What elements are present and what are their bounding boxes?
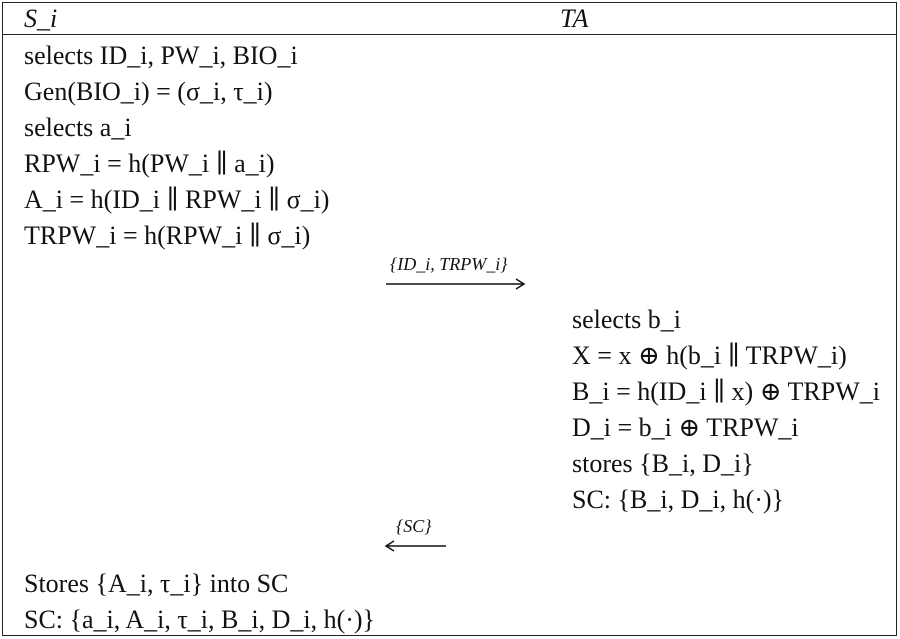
si-step: Gen(BIO_i) = (σ_i, τ_i) (24, 77, 273, 106)
ta-registration-steps: selects b_i X = x ⊕ h(b_i ∥ TRPW_i) B_i … (572, 302, 880, 518)
party-ta-heading: TA (560, 4, 589, 33)
message-to-si-label: {SC} (396, 516, 432, 536)
ta-step: SC: {B_i, D_i, h(·)} (572, 485, 785, 514)
si-step: RPW_i = h(PW_i ∥ a_i) (24, 149, 275, 178)
arrow-right-icon (386, 278, 526, 290)
si-step: A_i = h(ID_i ∥ RPW_i ∥ σ_i) (24, 185, 330, 214)
si-registration-steps: selects ID_i, PW_i, BIO_i Gen(BIO_i) = (… (24, 38, 329, 254)
si-step: selects a_i (24, 113, 132, 142)
ta-step: stores {B_i, D_i} (572, 449, 754, 478)
header-divider (2, 34, 897, 35)
party-si-heading: S_i (24, 4, 58, 33)
si-final-step: Stores {A_i, τ_i} into SC (24, 569, 289, 598)
ta-step: selects b_i (572, 305, 682, 334)
ta-step: X = x ⊕ h(b_i ∥ TRPW_i) (572, 341, 847, 370)
si-final-step: SC: {a_i, A_i, τ_i, B_i, D_i, h(·)} (24, 605, 376, 634)
si-step: selects ID_i, PW_i, BIO_i (24, 41, 298, 70)
ta-step: D_i = b_i ⊕ TRPW_i (572, 413, 799, 442)
si-final-steps: Stores {A_i, τ_i} into SC SC: {a_i, A_i,… (24, 566, 375, 638)
ta-step: B_i = h(ID_i ∥ x) ⊕ TRPW_i (572, 377, 880, 406)
si-step: TRPW_i = h(RPW_i ∥ σ_i) (24, 221, 311, 250)
arrow-left-icon (384, 540, 446, 552)
message-to-ta-label: {ID_i, TRPW_i} (390, 254, 508, 274)
